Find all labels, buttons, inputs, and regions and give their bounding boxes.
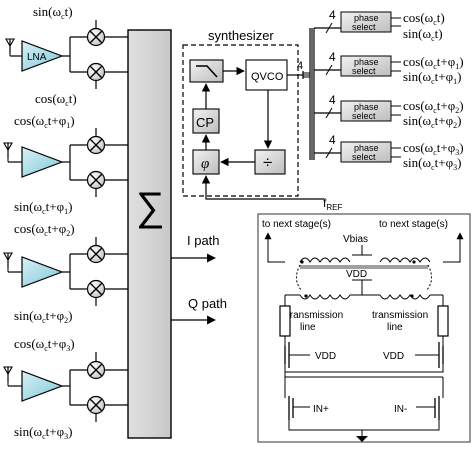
buffer-schematic-inset: to next stage(s) to next stage(s) Vbias … [257, 213, 471, 443]
out-cos-3: cos(ωct+φ3) [403, 140, 464, 157]
lowpass-icon [196, 65, 218, 78]
mixer-icon [86, 279, 106, 299]
lo-label-cos-4: cos(ωct+φ3) [14, 336, 75, 353]
receiver-chain-1: LNA [5, 20, 128, 89]
antenna-icon [3, 252, 13, 269]
phase-select-box: phase select [340, 11, 401, 33]
phase-select-label: phase [354, 13, 379, 23]
phase-select-label: phase [354, 143, 379, 153]
lna-amplifier [21, 40, 64, 72]
lna-amplifier [21, 256, 64, 288]
antenna-icon [3, 142, 13, 159]
receiver-chain-3 [3, 237, 128, 306]
qvco-block [245, 59, 288, 91]
vbias-label: Vbias [343, 234, 368, 245]
vdd-left-label: VDD [315, 351, 336, 362]
bus-width-label: 4 [329, 133, 336, 147]
tline-left [279, 305, 291, 337]
out-sin-1: sin(ωct+φ1) [403, 69, 461, 86]
mixer-icon [86, 395, 106, 415]
in-plus-label: IN+ [313, 404, 329, 415]
lo-labels: sin(ωct) cos(ωct) cos(ωct+φ1) sin(ωct+φ1… [14, 4, 77, 441]
lo-label-sin-4: sin(ωct+φ3) [14, 424, 72, 441]
synthesizer-boundary [182, 44, 299, 197]
bus-width-label: 4 [329, 50, 336, 64]
lo-label-sin-3: sin(ωct+φ2) [14, 308, 72, 325]
phase-select-label: select [352, 66, 376, 76]
lna-amplifier [21, 146, 64, 178]
tline-right [437, 305, 449, 337]
out-cos-2: cos(ωct+φ2) [403, 98, 464, 115]
out-cos-0: cos(ωct) [403, 10, 445, 27]
lo-label-cos-2: cos(ωct+φ1) [14, 113, 75, 130]
receiver-chain-2 [3, 128, 128, 197]
charge-pump-block [192, 108, 220, 134]
sum-symbol: ∑ [136, 185, 165, 229]
tline-right-label-2: line [387, 322, 403, 333]
next-stage-left-label: to next stage(s) [262, 219, 331, 230]
out-sin-3: sin(ωct+φ3) [403, 155, 461, 172]
vdd-top-label: VDD [346, 269, 367, 280]
phase-select-bank: 4 4 4 4 4 phase [287, 8, 401, 163]
lo-label-cos-3: cos(ωct+φ2) [14, 221, 75, 238]
summer-block [127, 29, 172, 439]
vdd-right-label: VDD [383, 351, 404, 362]
phase-select-box: phase select [340, 141, 401, 163]
bus-width-label: 4 [297, 60, 303, 72]
bus-width-label: 4 [329, 8, 336, 22]
tline-right-label-1: transmission [372, 310, 428, 321]
mixer-icon [86, 360, 106, 380]
q-path-label: Q path [188, 296, 227, 311]
tline-left-label-2: line [300, 322, 316, 333]
divider-label: ÷ [263, 153, 272, 172]
mixer-icon [86, 135, 106, 155]
loop-filter-block [189, 59, 224, 83]
next-stage-right-label: to next stage(s) [379, 219, 448, 230]
phase-select-box: phase select [340, 100, 401, 122]
mixer-icon [86, 244, 106, 264]
mixer-icon [86, 170, 106, 190]
phase-select-label: select [352, 22, 376, 32]
in-minus-label: IN- [394, 404, 407, 415]
phase-detector-block [192, 149, 220, 175]
lna-label: LNA [27, 52, 47, 63]
lo-label-sin-2: sin(ωct+φ1) [14, 199, 72, 216]
synthesizer: synthesizer QVCO CP φ ÷ fREF [182, 28, 342, 212]
phase-select-label: select [352, 152, 376, 162]
mixer-icon [86, 27, 106, 47]
divider-block [254, 149, 286, 175]
ground-icon [356, 436, 368, 442]
lo-label-sin-1: sin(ωct) [33, 4, 73, 21]
receiver-chain-4 [3, 352, 128, 422]
mixer-icon [86, 62, 106, 82]
output-labels: cos(ωct) sin(ωct) cos(ωct+φ1) sin(ωct+φ1… [403, 10, 464, 172]
lo-label-cos-1: cos(ωct) [35, 91, 77, 108]
phase-select-label: phase [354, 57, 379, 67]
tline-left-label-1: transmission [287, 310, 343, 321]
pfd-label: φ [201, 156, 209, 172]
out-sin-2: sin(ωct+φ2) [403, 113, 461, 130]
cp-label: CP [196, 115, 214, 130]
i-path-label: I path [187, 233, 220, 248]
antenna-icon [5, 38, 15, 55]
phase-select-label: select [352, 111, 376, 121]
synthesizer-title: synthesizer [208, 28, 274, 43]
out-sin-0: sin(ωct) [403, 26, 443, 43]
fref-label: fREF [323, 196, 342, 212]
out-cos-1: cos(ωct+φ1) [403, 54, 464, 71]
antenna-icon [3, 366, 13, 383]
lna-amplifier [21, 370, 64, 402]
phase-select-box: phase select [340, 55, 401, 77]
bus-width-label: 4 [329, 93, 336, 107]
qvco-label: QVCO [251, 71, 284, 83]
phase-select-label: phase [354, 102, 379, 112]
